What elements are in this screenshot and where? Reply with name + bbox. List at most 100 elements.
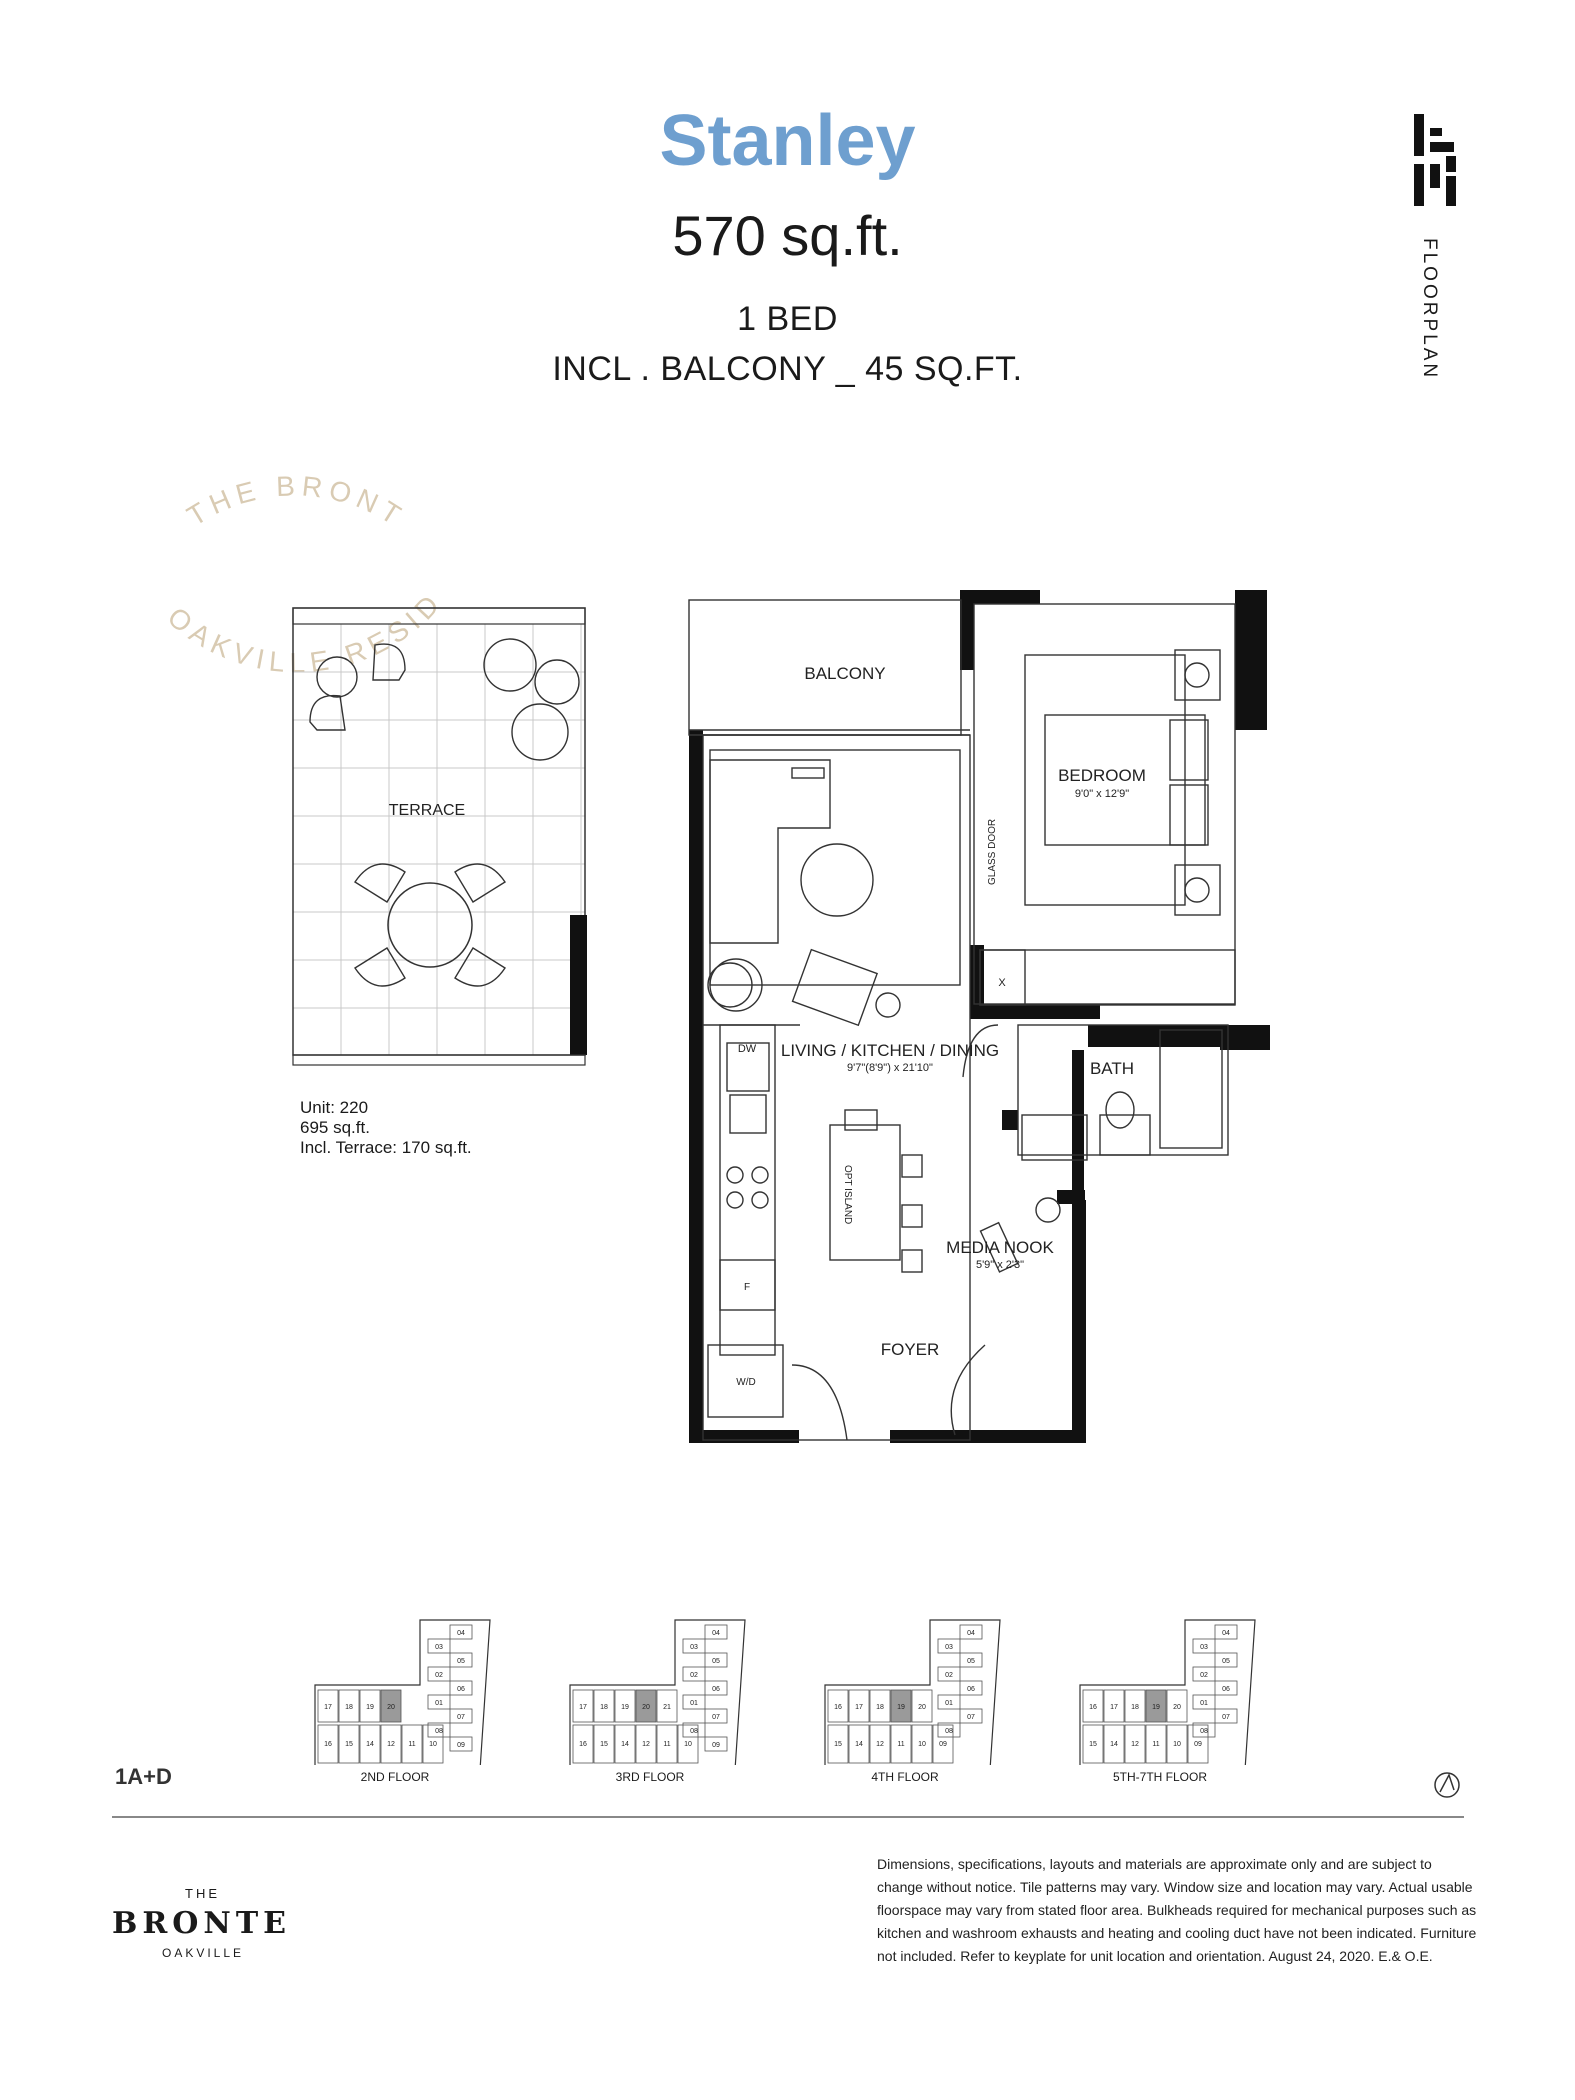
keyplan-unit-label: 04 <box>712 1630 720 1637</box>
keyplan-unit-label: 02 <box>945 1672 953 1679</box>
keyplan-unit <box>1214 1652 1238 1668</box>
plan-area: 570 sq.ft. <box>672 204 903 267</box>
keyplan-unit-label: 21 <box>663 1704 671 1711</box>
keyplan-unit <box>427 1694 451 1710</box>
keyplan-unit-label: 19 <box>897 1704 905 1711</box>
keyplan-unit <box>449 1708 473 1724</box>
bath-label: BATH <box>1090 1059 1134 1078</box>
keyplan-unit <box>682 1666 706 1682</box>
brand-the: THE <box>185 1886 220 1901</box>
keyplan-unit <box>380 1689 402 1723</box>
keyplan-unit-label: 10 <box>684 1741 692 1748</box>
keyplan-unit-label: 06 <box>1222 1686 1230 1693</box>
keyplan-unit-label: 09 <box>457 1742 465 1749</box>
keyplan-unit <box>1166 1724 1188 1764</box>
keyplan-unit-label: 05 <box>967 1658 975 1665</box>
keyplan-label: 3RD FLOOR <box>615 1770 685 1784</box>
glass-door-label: GLASS DOOR <box>987 819 998 885</box>
keyplan-unit-label: 04 <box>457 1630 465 1637</box>
keyplan-unit <box>937 1722 961 1738</box>
footer-divider <box>112 1816 1464 1818</box>
closet-x-label: X <box>998 977 1006 989</box>
brand-watermark: THE BRONTE OAKVILLE RESIDENCES <box>140 455 443 678</box>
keyplan-unit-label: 02 <box>690 1672 698 1679</box>
keyplan-unit <box>1187 1724 1209 1764</box>
keyplan-unit <box>848 1724 870 1764</box>
keyplan-unit <box>635 1689 657 1723</box>
keyplan-unit <box>677 1724 699 1764</box>
keyplan-unit-label: 18 <box>345 1704 353 1711</box>
keyplan-unit-label: 11 <box>663 1741 670 1748</box>
keyplan-unit-label: 06 <box>967 1686 975 1693</box>
keyplan-unit-label: 11 <box>1152 1741 1159 1748</box>
keyplan-unit-label: 16 <box>1089 1704 1097 1711</box>
keyplan-unit-label: 03 <box>1200 1644 1208 1651</box>
media-nook-dims: 5'9" x 2'3" <box>976 1259 1024 1271</box>
keyplan-unit-label: 18 <box>600 1704 608 1711</box>
keyplan-unit <box>932 1724 954 1764</box>
keyplan-unit-label: 17 <box>324 1704 332 1711</box>
unit-code: 1A+D <box>115 1764 172 1789</box>
keyplan-unit-label: 10 <box>918 1741 926 1748</box>
keyplan-unit-label: 04 <box>1222 1630 1230 1637</box>
keyplan-unit <box>422 1724 444 1764</box>
keyplan-unit-label: 01 <box>435 1700 443 1707</box>
unit-number: Unit: 220 <box>300 1098 369 1117</box>
keyplan-unit <box>1124 1689 1146 1723</box>
watermark-top-text: THE BRONTE <box>140 455 405 534</box>
floorplan-vertical-label: FLOORPLAN <box>1419 238 1440 381</box>
keyplan-unit-label: 04 <box>967 1630 975 1637</box>
keyplan-unit-label: 11 <box>897 1741 904 1748</box>
keyplan-unit-label: 02 <box>1200 1672 1208 1679</box>
keyplan-unit <box>656 1724 678 1764</box>
plan-title: Stanley <box>659 101 916 181</box>
keyplan-unit-label: 06 <box>712 1686 720 1693</box>
keyplan-unit <box>1103 1724 1125 1764</box>
keyplan-unit-label: 08 <box>435 1728 443 1735</box>
keyplan-unit <box>317 1689 339 1723</box>
keyplan-unit <box>338 1724 360 1764</box>
balcony-note: INCL . BALCONY _ 45 SQ.FT. <box>552 350 1023 388</box>
keyplan-unit <box>427 1666 451 1682</box>
keyplan-unit-label: 12 <box>387 1741 395 1748</box>
keyplan-unit <box>635 1724 657 1764</box>
keyplan-unit <box>869 1724 891 1764</box>
island-label: OPT ISLAND <box>842 1165 853 1224</box>
keyplan-unit-label: 07 <box>967 1714 975 1721</box>
brand-location: OAKVILLE <box>162 1946 245 1960</box>
keyplan-unit <box>1082 1724 1104 1764</box>
keyplan-unit-label: 09 <box>939 1741 947 1748</box>
svg-text:THE BRONTE: THE BRONTE <box>140 455 411 534</box>
keyplan-unit <box>401 1724 423 1764</box>
keyplan-unit <box>572 1724 594 1764</box>
keyplan-unit <box>593 1689 615 1723</box>
keyplan-unit <box>1103 1689 1125 1723</box>
keyplan-unit-label: 14 <box>366 1741 374 1748</box>
keyplan-unit-label: 15 <box>345 1741 353 1748</box>
keyplan-unit <box>890 1724 912 1764</box>
disclaimer-text: Dimensions, specifications, layouts and … <box>877 1856 1477 1964</box>
keyplan-unit-label: 12 <box>642 1741 650 1748</box>
brand-name: BRONTE <box>112 1906 292 1941</box>
keyplan-unit-label: 11 <box>408 1741 415 1748</box>
keyplan-unit <box>704 1708 728 1724</box>
bedroom-dims: 9'0" x 12'9" <box>1075 788 1129 800</box>
keyplan-unit-label: 16 <box>324 1741 332 1748</box>
keyplan-unit <box>449 1736 473 1752</box>
keyplan-unit <box>1145 1724 1167 1764</box>
keyplan-unit-label: 14 <box>621 1741 629 1748</box>
keyplan-unit-label: 07 <box>457 1714 465 1721</box>
keyplan-unit-label: 18 <box>876 1704 884 1711</box>
keyplan-unit <box>317 1724 339 1764</box>
keyplan-unit-label: 05 <box>457 1658 465 1665</box>
washer-dryer-label: W/D <box>736 1377 755 1388</box>
keyplan-unit <box>427 1638 451 1654</box>
terrace-label: TERRACE <box>389 802 465 819</box>
keyplan-unit <box>827 1724 849 1764</box>
keyplan-unit-label: 17 <box>579 1704 587 1711</box>
keyplan-unit <box>1192 1666 1216 1682</box>
keyplan-unit <box>593 1724 615 1764</box>
